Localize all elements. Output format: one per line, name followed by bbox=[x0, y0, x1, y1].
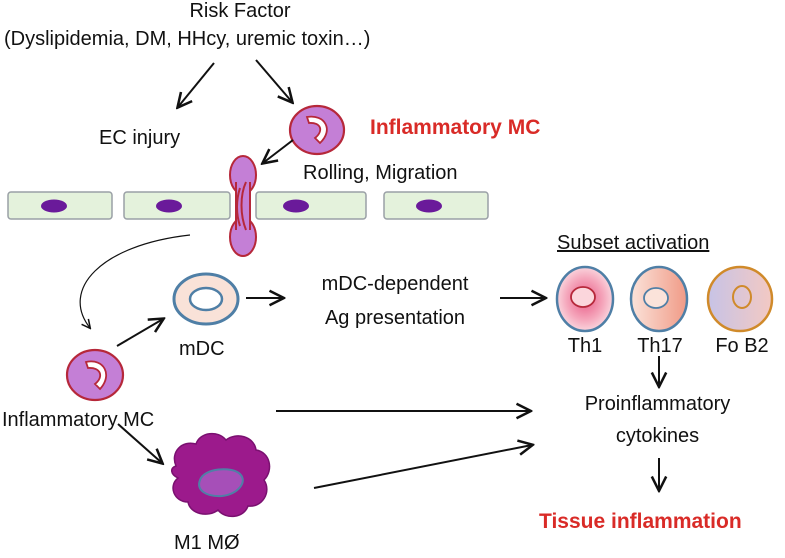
arrows bbox=[79, 59, 659, 490]
rolling-migration-label: Rolling, Migration bbox=[303, 162, 458, 184]
monocyte-cell-icon bbox=[288, 104, 346, 156]
b-cell-icon bbox=[706, 265, 774, 333]
subset-th17-label: Th17 bbox=[637, 335, 683, 357]
subset-th1-label: Th1 bbox=[567, 335, 603, 357]
tissue-inflammation-label: Tissue inflammation bbox=[539, 510, 742, 533]
mdc-label: mDC bbox=[179, 338, 225, 360]
endothelial-cell-icon bbox=[383, 191, 489, 220]
subset-activation-label: Subset activation bbox=[557, 232, 710, 254]
subset-fob2-label: Fo B2 bbox=[715, 335, 769, 357]
endothelial-cell-icon bbox=[123, 191, 231, 220]
cytokines-label: cytokines bbox=[615, 425, 700, 447]
mdc-dependent-label: mDC-dependent bbox=[321, 273, 469, 295]
macrophage-icon bbox=[171, 432, 271, 518]
t-cell-icon bbox=[629, 265, 689, 333]
proinflammatory-label: Proinflammatory bbox=[584, 393, 731, 415]
m1-macrophage-label: M1 MØ bbox=[174, 532, 240, 554]
endothelium-layer bbox=[7, 191, 489, 220]
ec-injury-label: EC injury bbox=[99, 127, 181, 149]
monocyte-cell-icon bbox=[65, 348, 125, 402]
endothelial-cell-icon bbox=[255, 191, 367, 220]
risk-factor-detail: (Dyslipidemia, DM, HHcy, uremic toxin…) bbox=[4, 28, 371, 50]
risk-factor-title: Risk Factor bbox=[189, 0, 291, 22]
transmigrating-monocyte-icon bbox=[229, 155, 257, 257]
t-cell-icon bbox=[555, 265, 615, 333]
inflammatory-mc-top-label: Inflammatory MC bbox=[370, 116, 541, 139]
dendritic-cell-icon bbox=[172, 272, 240, 326]
ag-presentation-label: Ag presentation bbox=[324, 307, 466, 329]
inflammatory-mc-left-label: Inflammatory MC bbox=[2, 409, 155, 431]
endothelial-cell-icon bbox=[7, 191, 113, 220]
